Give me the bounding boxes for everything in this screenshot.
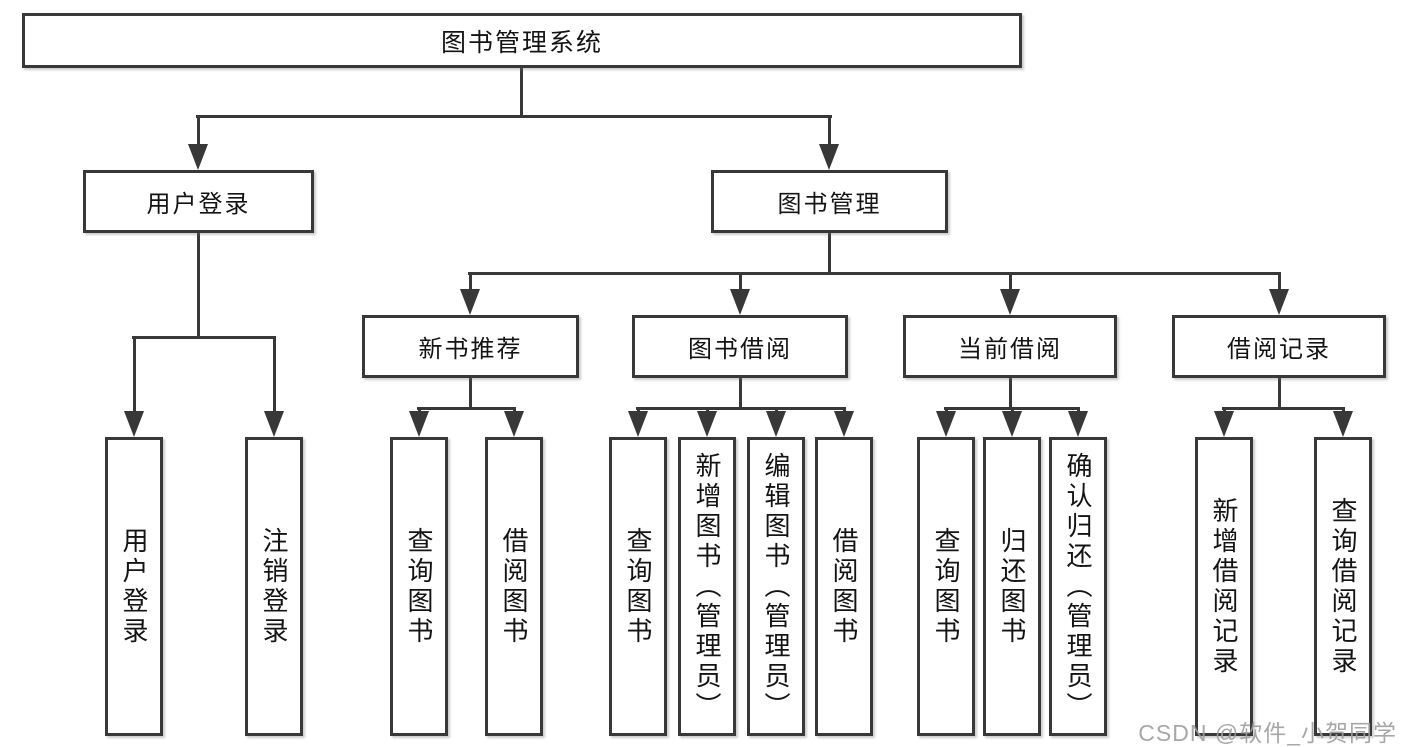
connector-book-management-rail [468,272,1281,275]
arrow-into-new-book-recommendation [460,289,480,315]
node-leaf-confirm-return-admin-label: 确认归还（管理员） [1063,451,1093,722]
arrow-into-leaf-borrow-books-2 [834,411,854,437]
connector-book-borrowing-trunk [739,378,742,410]
connector-user-login-drop-1 [133,336,136,414]
node-leaf-add-books-admin-label: 新增图书（管理员） [692,451,722,722]
arrow-into-leaf-query-books-3 [936,411,956,437]
node-root: 图书管理系统 [22,13,1022,68]
node-leaf-query-borrow-record: 查询借阅记录 [1314,437,1372,736]
node-leaf-add-borrow-record: 新增借阅记录 [1195,437,1253,736]
connector-user-login-trunk [197,233,200,339]
node-book-management: 图书管理 [711,170,948,233]
connector-book-borrowing-rail [636,407,846,410]
arrow-into-leaf-logout [264,411,284,437]
node-leaf-borrow-books-2: 借阅图书 [815,437,873,736]
node-book-borrowing: 图书借阅 [632,315,848,378]
node-borrowing-records-label: 借阅记录 [1227,336,1331,363]
node-leaf-query-books-3: 查询图书 [917,437,975,736]
node-new-book-recommendation-label: 新书推荐 [418,336,523,363]
node-book-borrowing-label: 图书借阅 [688,336,792,363]
arrow-into-leaf-query-books-1 [409,411,429,437]
csdn-watermark: CSDN @软件_小贺同学 [1138,720,1397,746]
connector-root-drop-left [197,115,200,147]
node-leaf-borrow-books-2-label: 借阅图书 [829,526,859,647]
connector-root-trunk [520,68,523,118]
node-leaf-query-books-1: 查询图书 [390,437,448,736]
connector-root-drop-right [828,115,831,147]
arrow-into-leaf-edit-books [766,411,786,437]
node-leaf-query-books-2-label: 查询图书 [623,526,653,647]
arrow-into-leaf-return-books [1002,411,1022,437]
node-leaf-query-books-2: 查询图书 [609,437,667,736]
connector-root-rail [196,115,832,118]
connector-user-login-rail [132,336,275,339]
node-leaf-user-login: 用户登录 [105,437,163,736]
node-leaf-query-books-1-label: 查询图书 [404,526,434,647]
connector-book-management-trunk [828,233,831,275]
arrow-into-leaf-confirm-return [1068,411,1088,437]
connector-borrowing-records-trunk [1278,378,1281,410]
arrow-into-leaf-user-login [124,411,144,437]
node-leaf-add-borrow-record-label: 新增借阅记录 [1209,496,1239,677]
node-user-login-label: 用户登录 [146,191,251,218]
connector-borrowing-records-rail [1222,407,1345,410]
node-leaf-query-borrow-record-label: 查询借阅记录 [1328,496,1358,677]
node-user-login: 用户登录 [83,170,314,233]
node-leaf-logout: 注销登录 [245,437,303,736]
arrow-into-book-borrowing [730,289,750,315]
node-root-label: 图书管理系统 [440,28,603,57]
connector-drop-new-book [469,272,472,292]
connector-drop-current-borrowing [1009,272,1012,292]
node-leaf-user-login-label: 用户登录 [119,526,149,647]
node-leaf-return-books: 归还图书 [983,437,1041,736]
arrow-into-leaf-borrow-books-1 [504,411,524,437]
node-leaf-logout-label: 注销登录 [259,526,289,647]
arrow-into-leaf-query-record [1333,411,1353,437]
node-leaf-query-books-3-label: 查询图书 [931,526,961,647]
node-borrowing-records: 借阅记录 [1172,315,1386,378]
arrow-into-leaf-query-books-2 [628,411,648,437]
connector-current-borrowing-trunk [1009,378,1012,410]
node-current-borrowing: 当前借阅 [903,315,1117,378]
arrow-into-leaf-add-books [697,411,717,437]
connector-drop-book-borrowing [739,272,742,292]
arrow-into-current-borrowing [1000,289,1020,315]
node-leaf-edit-books-admin: 编辑图书（管理员） [747,437,805,736]
node-current-borrowing-label: 当前借阅 [958,336,1062,363]
connector-new-book-rail [417,407,516,410]
connector-new-book-trunk [469,378,472,410]
node-book-management-label: 图书管理 [777,191,882,218]
node-leaf-return-books-label: 归还图书 [997,526,1027,647]
node-leaf-edit-books-admin-label: 编辑图书（管理员） [761,451,791,722]
arrow-into-book-management [819,144,839,170]
arrow-into-user-login [188,144,208,170]
node-leaf-add-books-admin: 新增图书（管理员） [678,437,736,736]
node-leaf-borrow-books-1: 借阅图书 [485,437,543,736]
node-leaf-confirm-return-admin: 确认归还（管理员） [1049,437,1107,736]
connector-drop-borrowing-records [1278,272,1281,292]
arrow-into-leaf-add-record [1214,411,1234,437]
node-leaf-borrow-books-1-label: 借阅图书 [499,526,529,647]
node-new-book-recommendation: 新书推荐 [362,315,579,378]
connector-user-login-drop-2 [273,336,276,414]
arrow-into-borrowing-records [1269,289,1289,315]
